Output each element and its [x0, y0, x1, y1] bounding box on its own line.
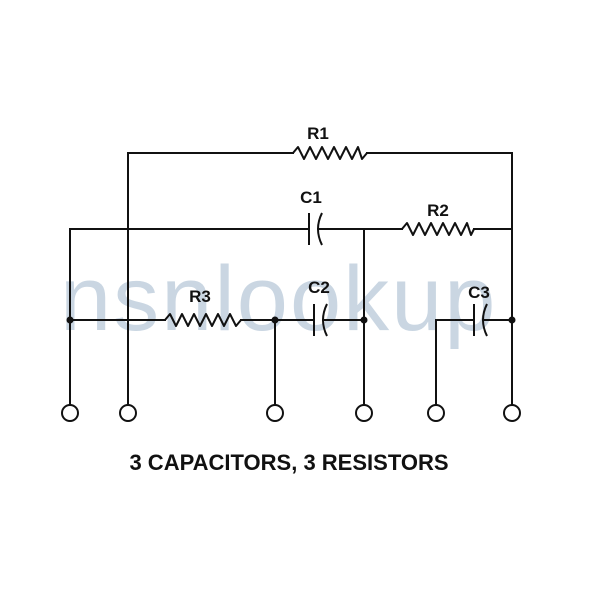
diagram-caption: 3 CAPACITORS, 3 RESISTORS: [129, 450, 449, 475]
terminal-5: [427, 404, 445, 422]
label-c2: C2: [308, 278, 330, 297]
label-r3: R3: [189, 287, 211, 306]
resistor-r2: R2: [401, 201, 475, 236]
terminal-2: [119, 404, 137, 422]
resistor-r3: R3: [164, 287, 242, 327]
label-c1: C1: [300, 188, 322, 207]
junction-dot: [66, 316, 74, 324]
capacitor-c1: C1: [300, 188, 323, 246]
junctions: [66, 316, 516, 324]
wire-top-loop: [127, 152, 513, 321]
resistor-r1: R1: [292, 124, 368, 160]
label-c3: C3: [468, 283, 490, 302]
watermark: nsnlookup: [60, 248, 497, 350]
junction-dot: [271, 316, 279, 324]
terminal-4: [355, 404, 373, 422]
label-r2: R2: [427, 201, 449, 220]
terminal-1: [61, 404, 79, 422]
junction-dot: [508, 316, 516, 324]
terminal-3: [266, 404, 284, 422]
capacitor-c3: C3: [468, 283, 490, 337]
junction-dot: [360, 316, 368, 324]
terminal-6: [503, 404, 521, 422]
capacitor-c2: C2: [308, 278, 330, 337]
label-r1: R1: [307, 124, 329, 143]
terminals: [61, 404, 521, 422]
